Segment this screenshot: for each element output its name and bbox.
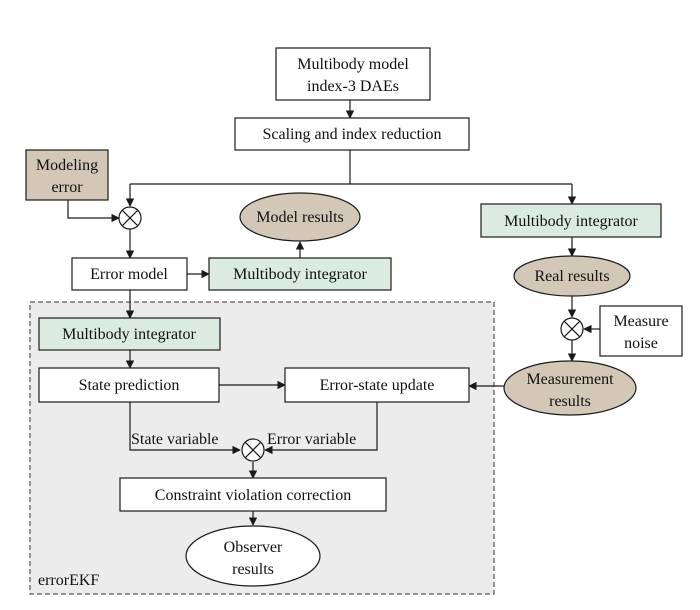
sum-junction-icon [241, 438, 265, 462]
node-state-prediction-label: State prediction [79, 377, 180, 394]
node-error-state-update-label: Error-state update [320, 377, 435, 394]
edge-error-variable [264, 402, 378, 455]
edge-modeling-error-to-junction1 [67, 200, 120, 223]
sum-junction-icon [118, 206, 142, 230]
node-multibody-model-line1: Multibody model [297, 56, 409, 73]
edge-label-state-variable: State variable [131, 431, 219, 448]
edge-state-variable [129, 402, 241, 455]
node-scaling: Scaling and index reduction [234, 117, 470, 151]
node-integrator-left-label: Multibody integrator [62, 326, 196, 343]
node-error-state-update: Error-state update [284, 367, 470, 403]
edge-label-error-variable: Error variable [267, 431, 356, 448]
node-measurement-results: Measurement results [503, 360, 637, 416]
node-constraint-correction: Constraint violation correction [119, 477, 387, 512]
node-integrator-mid-label: Multibody integrator [233, 266, 367, 283]
node-real-results-label: Real results [534, 268, 609, 285]
node-error-model: Error model [71, 257, 188, 291]
node-state-prediction: State prediction [38, 367, 220, 403]
node-modeling-error: Modeling error [25, 149, 109, 201]
node-observer-results-line1: Observer [224, 539, 283, 556]
error-ekf-label: errorEKF [38, 572, 99, 589]
node-integrator-right: Multibody integrator [480, 203, 662, 238]
node-multibody-model-line2: index-3 DAEs [307, 78, 399, 95]
node-measurement-results-line2: results [549, 393, 591, 410]
node-modeling-error-line1: Modeling [36, 157, 98, 174]
connector-lines [67, 100, 600, 526]
node-scaling-label: Scaling and index reduction [262, 126, 441, 143]
node-model-results: Model results [239, 192, 361, 242]
node-integrator-left: Multibody integrator [38, 317, 221, 351]
node-measure-noise-line2: noise [624, 335, 658, 352]
node-measurement-results-line1: Measurement [526, 371, 614, 388]
node-model-results-label: Model results [256, 209, 344, 226]
node-modeling-error-line2: error [51, 179, 83, 196]
node-measure-noise: Measure noise [599, 305, 683, 357]
node-multibody-model: Multibody model index-3 DAEs [275, 47, 431, 101]
sum-junction-icon [560, 317, 584, 341]
node-error-model-label: Error model [90, 266, 168, 283]
node-constraint-correction-label: Constraint violation correction [155, 487, 351, 504]
node-observer-results-line2: results [232, 561, 274, 578]
node-observer-results: Observer results [185, 525, 321, 587]
node-measure-noise-line1: Measure [613, 313, 668, 330]
node-real-results: Real results [513, 255, 631, 297]
node-integrator-mid: Multibody integrator [208, 257, 392, 291]
node-integrator-right-label: Multibody integrator [504, 213, 638, 230]
